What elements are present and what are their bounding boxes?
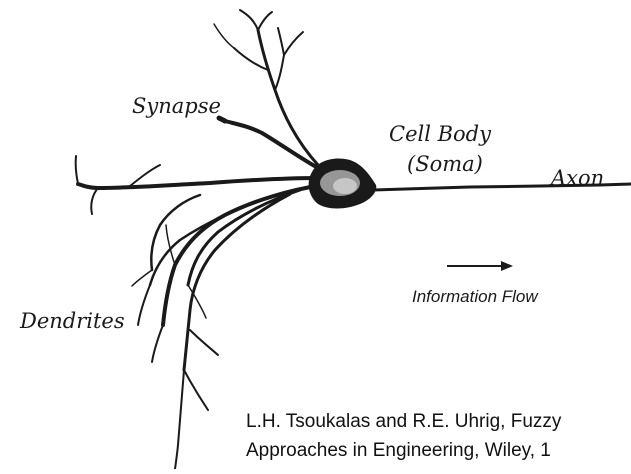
label-axon: Axon (551, 166, 604, 190)
citation: L.H. Tsoukalas and R.E. Uhrig, Fuzzy App… (246, 407, 561, 465)
label-cell-body: Cell Body (389, 122, 491, 146)
label-soma: (Soma) (407, 152, 483, 176)
citation-line-2: Approaches in Engineering, Wiley, 1 (246, 436, 561, 465)
synapse-branch (225, 121, 318, 168)
citation-line-1: L.H. Tsoukalas and R.E. Uhrig, Fuzzy (246, 407, 561, 436)
left-dendrite (78, 178, 320, 188)
soma (309, 159, 377, 209)
label-information-flow: Information Flow (412, 287, 538, 307)
label-dendrites: Dendrites (20, 309, 125, 333)
information-flow-arrow-icon (447, 261, 513, 271)
label-synapse: Synapse (132, 94, 221, 118)
